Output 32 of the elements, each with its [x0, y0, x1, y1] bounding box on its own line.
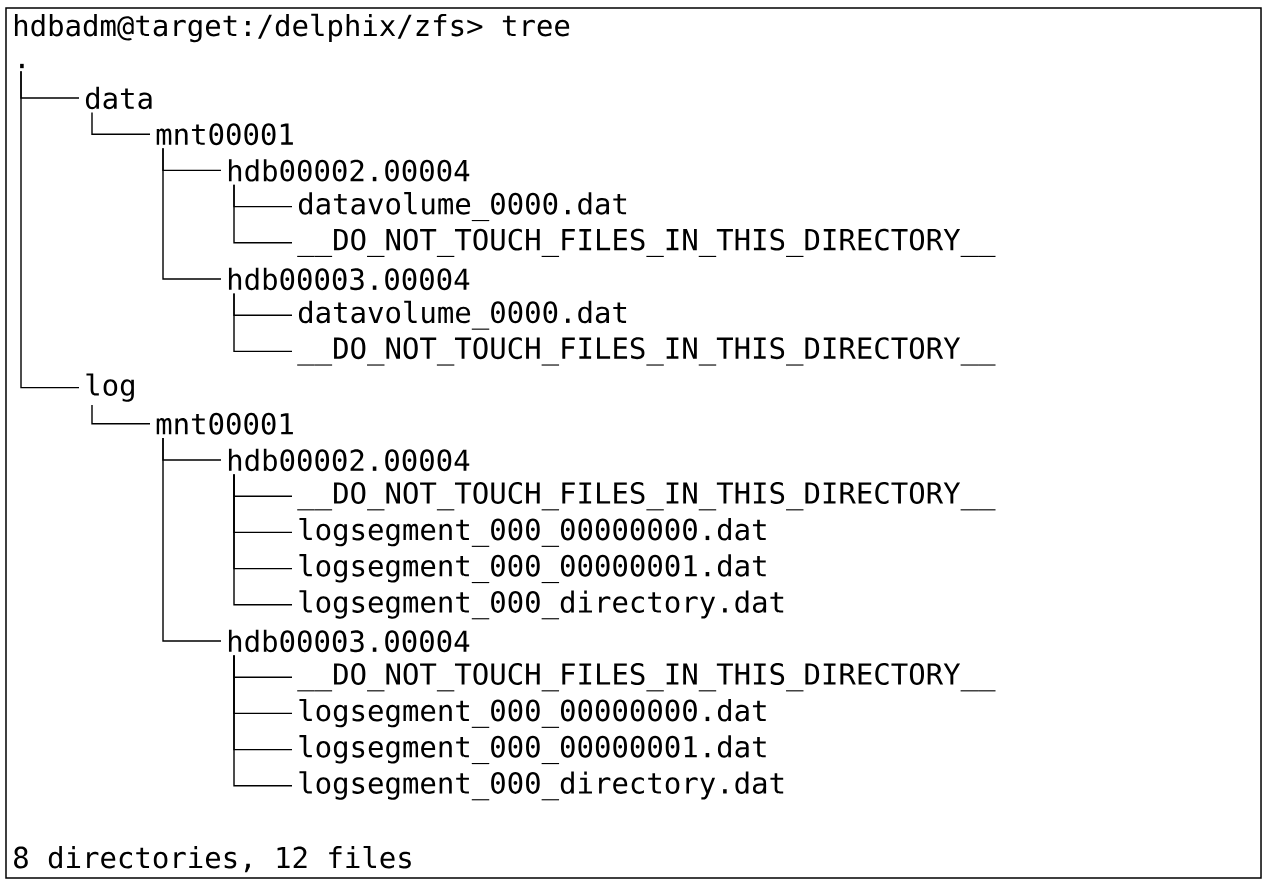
- tree-entry: data: [85, 86, 152, 110]
- tree-connector: [162, 437, 222, 642]
- tree-entry: log: [86, 373, 134, 402]
- tree-entry: hdb00002.00004: [228, 159, 470, 182]
- tree-entry: hdb00002.00004: [228, 448, 470, 472]
- tree-entry: mnt00001: [156, 412, 293, 435]
- tree-connector: [233, 184, 293, 244]
- tree-entry: logsegment_000_directory.dat: [299, 590, 784, 620]
- tree-entry: logsegment_000_00000001.dat: [299, 735, 766, 765]
- tree-entry: __DO_NOT_TOUCH_FILES_IN_THIS_DIRECTORY__: [297, 663, 996, 692]
- tree-entry: __DO_NOT_TOUCH_FILES_IN_THIS_DIRECTORY__: [297, 228, 996, 257]
- tree-entry: mnt00001: [156, 123, 293, 146]
- tree-connector: [233, 292, 293, 353]
- tree-entry: logsegment_000_00000000.dat: [299, 698, 766, 728]
- tree-connector: [233, 654, 293, 787]
- tree-entry: __DO_NOT_TOUCH_FILES_IN_THIS_DIRECTORY__: [297, 337, 996, 366]
- tree-entry: hdb00003.00004: [228, 267, 470, 291]
- tree-connector: [20, 70, 80, 389]
- tree-entry: logsegment_000_00000001.dat: [299, 554, 766, 584]
- tree-entry: .: [20, 63, 24, 69]
- tree-entry: datavolume_0000.dat: [298, 300, 627, 330]
- tree-entry: datavolume_0000.dat: [298, 192, 627, 222]
- tree-entry: logsegment_000_00000000.dat: [299, 517, 766, 547]
- tree-connector: [91, 111, 151, 135]
- tree-connector: [91, 404, 151, 425]
- tree-entry: __DO_NOT_TOUCH_FILES_IN_THIS_DIRECTORY__: [297, 482, 996, 511]
- terminal-line: hdbadm@target:/delphix/zfs> tree: [14, 13, 570, 43]
- tree-connector: [162, 147, 222, 280]
- tree-entry: hdb00003.00004: [228, 629, 470, 653]
- tree-entry: logsegment_000_directory.dat: [299, 771, 784, 801]
- terminal-line: 8 directories, 12 files: [14, 845, 411, 873]
- tree-connector: [233, 473, 293, 606]
